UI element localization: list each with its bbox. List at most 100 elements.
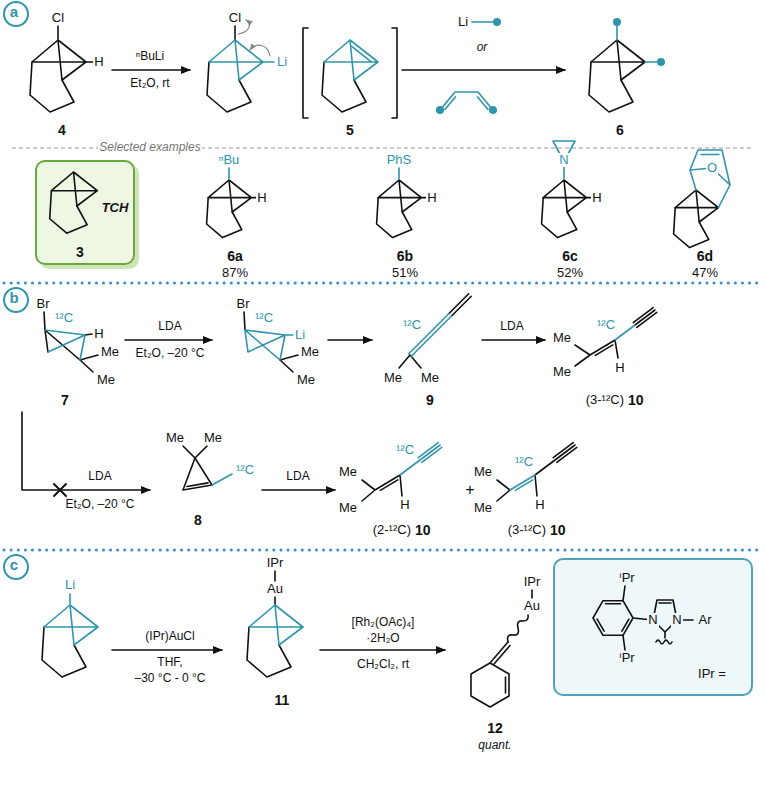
molecule-structures xyxy=(542,198,577,238)
compound-number: 6b xyxy=(396,248,414,264)
atom-label: H xyxy=(256,191,267,206)
molecule-structures xyxy=(508,615,529,642)
molecule-structures xyxy=(69,594,71,604)
compound-number: 7 xyxy=(60,392,70,408)
atom-label: Cl xyxy=(228,11,242,26)
compound-number: 6d xyxy=(696,248,714,264)
molecule-structures xyxy=(436,106,444,114)
highlight-box: TCH3 xyxy=(35,160,135,265)
atom-label: Me xyxy=(473,465,493,480)
yield: 47% xyxy=(691,266,719,281)
reaction-conditions: Et₂O, rt xyxy=(129,77,170,91)
compound-number: 10 xyxy=(627,392,645,408)
molecule-structures xyxy=(112,69,190,71)
isotope-label: (3-¹²C) xyxy=(507,523,547,538)
atom-label: IPr xyxy=(266,556,285,571)
compound-number: 10 xyxy=(414,522,432,538)
molecule-structures xyxy=(615,325,635,340)
atom-label: Me xyxy=(420,371,440,386)
atom-label: Li xyxy=(457,15,469,30)
molecule-structures xyxy=(633,600,693,632)
molecule-structures xyxy=(208,180,251,212)
molecule-structures xyxy=(303,28,397,118)
box-fill xyxy=(35,160,135,265)
atom-label: Me xyxy=(100,345,120,360)
reaction-conditions: (IPr)AuCl xyxy=(144,630,195,644)
molecule-structures xyxy=(591,40,645,80)
atom-label: Li xyxy=(276,55,288,70)
molecule-structures xyxy=(440,92,493,110)
molecule-structures xyxy=(617,26,657,62)
compound-number: 3 xyxy=(75,244,85,260)
molecule-structures xyxy=(207,198,242,238)
reaction-conditions: ·2H₂O xyxy=(365,632,400,646)
molecule-structures xyxy=(322,62,366,112)
panel-letter: a xyxy=(9,3,19,20)
molecule-structures xyxy=(377,198,412,238)
atom-label: N xyxy=(671,613,682,628)
molecule-structures xyxy=(378,180,421,212)
atom-label: Me xyxy=(203,431,223,446)
atom-label: ⁱPr xyxy=(618,571,635,586)
molecule-structures xyxy=(553,141,575,179)
molecule-structures xyxy=(247,627,291,677)
atom-label: H xyxy=(426,191,437,206)
compound-number: 4 xyxy=(57,122,67,138)
atom-label: Cl xyxy=(51,11,65,26)
atom-label: Me xyxy=(300,345,320,360)
atom-label: Me xyxy=(473,501,493,516)
panel-letter-circle: c xyxy=(3,554,29,580)
molecule-structures xyxy=(228,168,230,179)
panel-letter-circle: a xyxy=(3,1,29,27)
molecule-structures xyxy=(125,339,212,341)
reaction-conditions: [Rh₂(OAc)₄] xyxy=(351,616,416,630)
box-fill xyxy=(35,160,753,696)
molecule-structures xyxy=(399,294,471,368)
yield: 51% xyxy=(391,266,419,281)
molecule-structures xyxy=(183,446,212,490)
molecule-structures xyxy=(234,26,236,39)
atom-label: Me xyxy=(296,373,316,388)
molecule-structures xyxy=(263,61,274,63)
compound-number: 6a xyxy=(226,248,244,264)
atom-label: ¹²C xyxy=(254,311,274,326)
compound-number: 9 xyxy=(425,392,435,408)
atom-label: Me xyxy=(383,371,403,386)
molecule-structures xyxy=(402,69,565,71)
atom-label: Br xyxy=(236,297,251,312)
molecule-structures xyxy=(32,40,86,80)
molecule-structures xyxy=(249,605,303,645)
compound-number: 10 xyxy=(549,522,567,538)
reaction-conditions: Et₂O, –20 °C xyxy=(65,498,136,512)
atom-label: ⁿBu xyxy=(218,153,241,168)
atom-label: Li xyxy=(64,578,76,593)
atom-label: Me xyxy=(96,373,116,388)
atom-label: H xyxy=(534,498,545,513)
molecule-structures xyxy=(362,475,402,501)
panel-separator xyxy=(4,282,761,285)
molecule-structures xyxy=(472,21,493,23)
atom-label: Ar xyxy=(698,613,713,628)
molecule-structures xyxy=(207,62,251,112)
molecule-structures xyxy=(42,627,86,677)
section-heading: Selected examples xyxy=(98,141,201,155)
molecule-structures xyxy=(482,339,545,341)
atom-label: O xyxy=(706,161,718,176)
reaction-conditions: –30 °C - 0 °C xyxy=(134,672,207,686)
atom-label: ¹²C xyxy=(402,318,422,333)
molecule-structures xyxy=(674,208,709,248)
reaction-conditions: ⁿBuLi xyxy=(135,50,165,64)
atom-label: ¹²C xyxy=(235,463,255,478)
note: or xyxy=(476,41,489,55)
atom-label: N xyxy=(558,153,569,168)
atom-label: ¹²C xyxy=(395,443,415,458)
ligand-box: ⁱPrNNArⁱPrIPr = xyxy=(553,558,753,696)
atom-label: ¹²C xyxy=(54,311,74,326)
molecule-structures xyxy=(54,484,66,496)
molecule-structures xyxy=(593,601,633,636)
panel-letter: c xyxy=(9,556,19,573)
atom-label: Au xyxy=(523,599,541,614)
compound-number: 12 xyxy=(486,720,504,736)
atom-label: PhS xyxy=(386,153,413,168)
